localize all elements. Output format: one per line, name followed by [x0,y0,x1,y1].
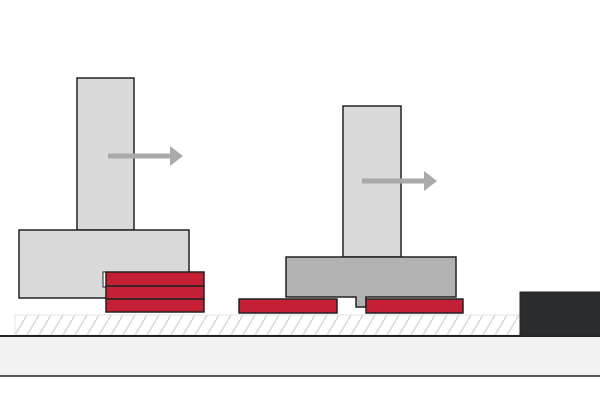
floor-band [0,336,600,376]
left-pusher [18,77,190,299]
arrow-right-icon [108,146,183,166]
red-part-left [238,298,338,314]
red-part [105,271,205,287]
red-part-right [365,298,464,314]
stacked-red-parts [105,271,205,313]
right-pusher [285,105,457,308]
red-part [105,298,205,313]
arrow-right-icon [362,171,437,191]
red-part [105,285,205,300]
stop-block [519,291,600,337]
hatched-conveyor-surface [14,314,521,336]
